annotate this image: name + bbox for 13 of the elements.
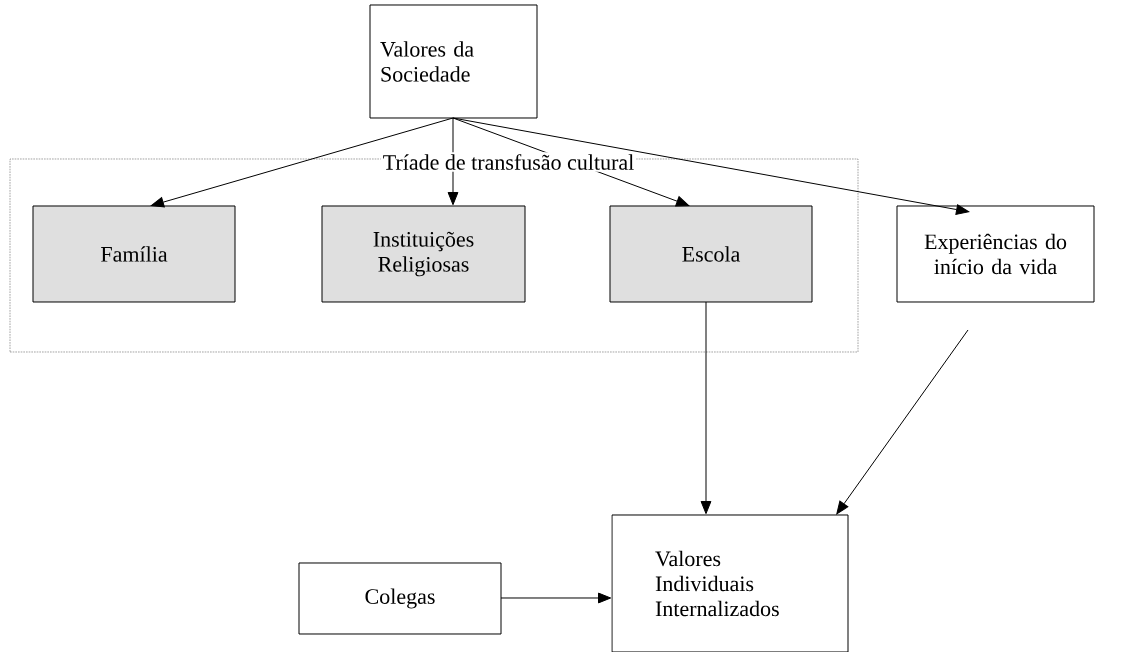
shaded-box: Instituições Religiosas	[321, 205, 526, 303]
text-box: Colegas	[298, 562, 502, 635]
arrow	[836, 329, 969, 515]
text-box: Experiências do início da vida	[896, 205, 1095, 303]
arrow	[452, 117, 970, 215]
text-box: Valores Individuais Internalizados	[611, 514, 849, 652]
arrow	[700, 301, 712, 515]
arrow	[500, 592, 612, 604]
shaded-box: Família	[32, 205, 236, 303]
group-heading: Tríade de transfusão cultural	[380, 152, 637, 172]
text-box: Valores da Sociedade	[369, 4, 538, 119]
shaded-box: Escola	[609, 205, 813, 303]
arrow	[150, 117, 454, 208]
